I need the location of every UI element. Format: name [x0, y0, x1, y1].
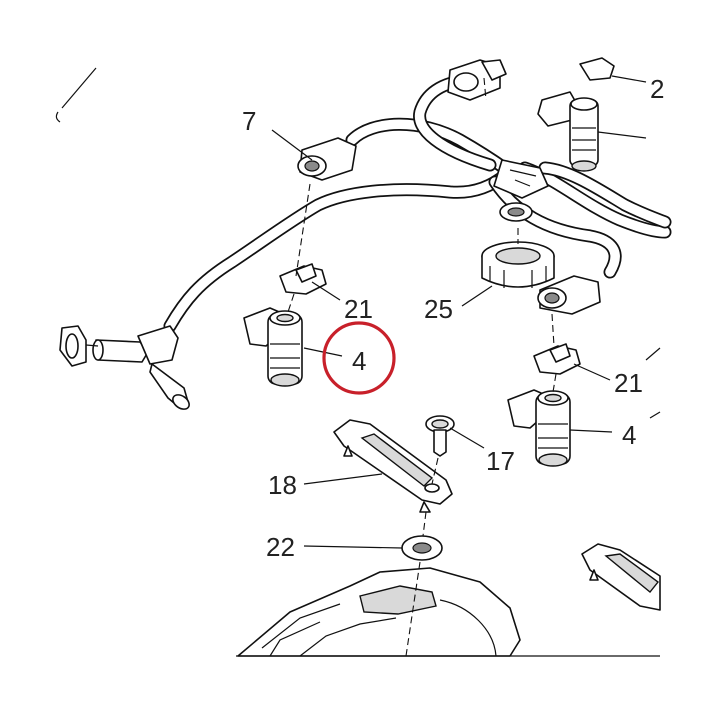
part-21-clip-left — [279, 263, 327, 295]
assembly-lines — [287, 77, 557, 657]
intake-manifold-partial — [236, 567, 660, 657]
part-22-washer — [401, 535, 443, 561]
part-4-fuel-injector-left — [243, 307, 303, 387]
callout-7: 7 — [242, 106, 256, 136]
top-connector-left — [447, 59, 507, 101]
right-fuel-connector — [537, 275, 601, 315]
top-connector-right — [579, 57, 615, 81]
leader-lines — [271, 75, 661, 549]
callout-21-left: 21 — [344, 294, 373, 324]
hose-joint-clip — [493, 159, 549, 199]
callout-edge-top: 2 — [650, 74, 664, 104]
callout-22: 22 — [266, 532, 295, 562]
fuel-injector-top-right — [537, 91, 599, 172]
right-bracket-partial — [581, 543, 661, 611]
edge-leader-line — [61, 67, 97, 109]
callout-17: 17 — [486, 446, 515, 476]
upper-seal-ring — [499, 202, 533, 222]
part-4-fuel-injector-right — [507, 389, 571, 467]
t-fitting-connector — [59, 325, 190, 410]
edge-fragment — [55, 111, 61, 123]
callout-25: 25 — [424, 294, 453, 324]
highlight-circle — [322, 321, 396, 395]
callout-4-highlighted: 4 — [352, 346, 366, 376]
part-21-clip-right — [533, 343, 581, 375]
part-17-screw — [425, 415, 455, 457]
part-25-retaining-ring — [481, 241, 555, 288]
part-18-bracket — [333, 419, 453, 513]
part-7-fuel-connector — [297, 137, 357, 181]
callout-21-right: 21 — [614, 368, 643, 398]
callout-4-right: 4 — [622, 420, 636, 450]
callout-18: 18 — [268, 470, 297, 500]
